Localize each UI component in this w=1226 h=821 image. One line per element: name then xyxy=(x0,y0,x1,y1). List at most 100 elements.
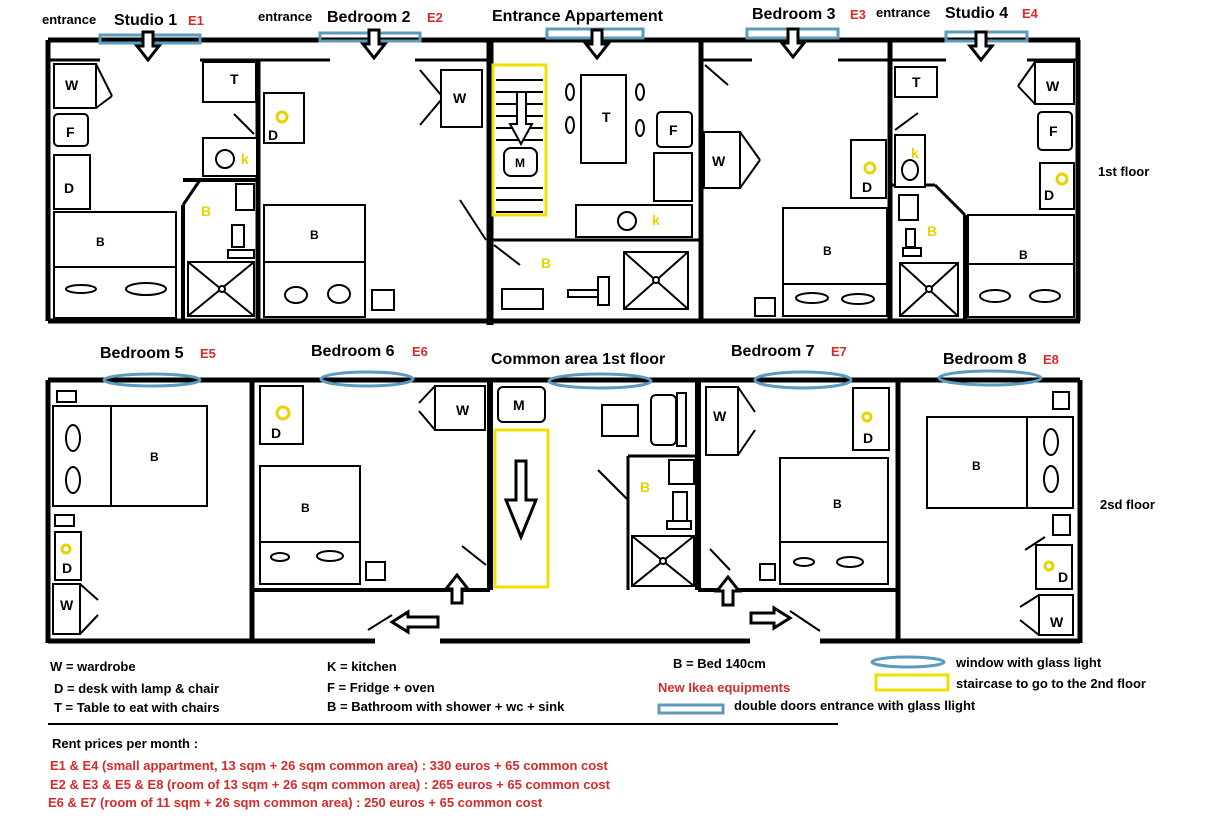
window-symbol xyxy=(870,655,946,669)
letter-bath: B xyxy=(201,203,211,219)
letter-desk: D xyxy=(1044,187,1054,203)
room-code-e1: E1 xyxy=(188,13,204,28)
letter-wardrobe: W xyxy=(60,597,74,613)
letter-wardrobe: W xyxy=(456,402,470,418)
first-floor-furniture xyxy=(53,61,1075,319)
letter-fridge: F xyxy=(669,122,678,138)
room-code-e8: E8 xyxy=(1043,352,1059,367)
floor-label-second: 2sd floor xyxy=(1100,497,1155,512)
letter-table: T xyxy=(230,71,239,87)
letter-desk: D xyxy=(862,179,872,195)
wardrobe xyxy=(703,131,741,189)
letter-desk: D xyxy=(64,180,74,196)
desk xyxy=(53,154,91,210)
legend-kitchen: K = kitchen xyxy=(327,659,397,674)
legend-symbols xyxy=(48,655,950,725)
letter-bath: B xyxy=(927,223,937,239)
room-title-e8: Bedroom 8 xyxy=(943,351,1027,368)
letter-wardrobe: W xyxy=(453,90,467,106)
room-title-e5: Bedroom 5 xyxy=(100,345,184,362)
legend-fridge: F = Fridge + oven xyxy=(327,680,435,695)
table xyxy=(894,66,938,98)
second-floor-letters: B D W D B W M B W D B B D W xyxy=(60,397,1068,630)
room-code-e6: E6 xyxy=(412,344,428,359)
washing-machine xyxy=(497,386,546,423)
letter-desk: D xyxy=(863,430,873,446)
letter-desk: D xyxy=(62,560,72,576)
entrance-label-e2: entrance xyxy=(258,9,312,24)
wardrobe xyxy=(53,63,97,109)
letter-fridge: F xyxy=(66,124,75,140)
room-code-e2: E2 xyxy=(427,10,443,25)
letter-bed: B xyxy=(150,450,159,464)
door-symbol xyxy=(657,703,725,715)
wardrobe xyxy=(705,386,739,456)
letter-desk: D xyxy=(268,127,278,143)
letter-wardrobe: W xyxy=(1050,614,1064,630)
letter-kitchen: k xyxy=(652,212,660,228)
letter-kitchen: k xyxy=(911,145,919,161)
letter-wardrobe: W xyxy=(712,153,726,169)
staircase-symbol xyxy=(874,673,950,692)
washing-machine xyxy=(503,147,538,177)
letter-bath: B xyxy=(541,255,551,271)
letter-bath: B xyxy=(640,479,650,495)
lamps-first-floor xyxy=(275,110,1069,186)
wardrobe xyxy=(434,385,486,431)
second-floor-windows xyxy=(102,369,1043,390)
legend-ikea: New Ikea equipments xyxy=(658,680,791,695)
letter-wardrobe: W xyxy=(713,408,727,424)
room-title-e6: Bedroom 6 xyxy=(311,343,395,360)
legend-bed: B = Bed 140cm xyxy=(673,656,766,671)
fridge xyxy=(53,113,89,147)
letter-machine: M xyxy=(513,397,525,413)
letter-bed: B xyxy=(833,497,842,511)
table xyxy=(202,61,257,103)
desk xyxy=(259,385,304,445)
desk xyxy=(263,92,305,144)
staircase-second-floor xyxy=(493,428,550,589)
legend-bathroom: B = Bathroom with shower + wc + sink xyxy=(327,699,565,714)
fridge xyxy=(1037,111,1073,151)
legend-staircase: staircase to go to the 2nd floor xyxy=(956,676,1146,691)
price-line: E1 & E4 (small appartment, 13 sqm + 26 s… xyxy=(50,758,608,773)
letter-wardrobe: W xyxy=(1046,78,1060,94)
table xyxy=(580,74,627,164)
desk xyxy=(850,139,887,199)
letter-kitchen: k xyxy=(241,151,249,167)
letter-desk: D xyxy=(1058,569,1068,585)
legend-table: T = Table to eat with chairs xyxy=(54,700,220,715)
price-line: E2 & E3 & E5 & E8 (room of 13 sqm + 26 s… xyxy=(50,777,610,792)
fridge xyxy=(656,111,693,148)
letter-fridge: F xyxy=(1049,123,1058,139)
room-code-e4: E4 xyxy=(1022,6,1039,21)
first-floor-letters: W F D B T k B D B W T F k B W D B T W F … xyxy=(64,71,1060,271)
wardrobe xyxy=(52,583,81,635)
second-floor-furniture xyxy=(52,385,1074,636)
price-line: E6 & E7 (room of 11 sqm + 26 sqm common … xyxy=(48,795,543,810)
bed xyxy=(259,465,361,585)
room-title-entrance: Entrance Appartement xyxy=(492,8,664,25)
entrance-label-e4: entrance xyxy=(876,5,930,20)
lamps-second-floor xyxy=(60,405,1055,572)
letter-bed: B xyxy=(301,501,310,515)
desk xyxy=(54,531,82,581)
letter-wardrobe: W xyxy=(65,77,79,93)
first-floor-walls xyxy=(45,37,1081,325)
letter-bed: B xyxy=(1019,248,1028,262)
legend-desk: D = desk with lamp & chair xyxy=(54,681,220,696)
room-title-e2: Bedroom 2 xyxy=(327,9,411,26)
wardrobe xyxy=(1038,594,1074,636)
letter-desk: D xyxy=(271,425,281,441)
bed xyxy=(967,214,1075,318)
room-code-e3: E3 xyxy=(850,7,866,22)
letter-bed: B xyxy=(96,235,105,249)
room-title-e7: Bedroom 7 xyxy=(731,343,815,360)
room-title-common: Common area 1st floor xyxy=(491,351,665,368)
letter-bed: B xyxy=(823,244,832,258)
letter-bed: B xyxy=(310,228,319,242)
legend-window: window with glass light xyxy=(956,655,1102,670)
room-code-e7: E7 xyxy=(831,344,847,359)
legend-door: double doors entrance with glass llight xyxy=(734,698,976,713)
